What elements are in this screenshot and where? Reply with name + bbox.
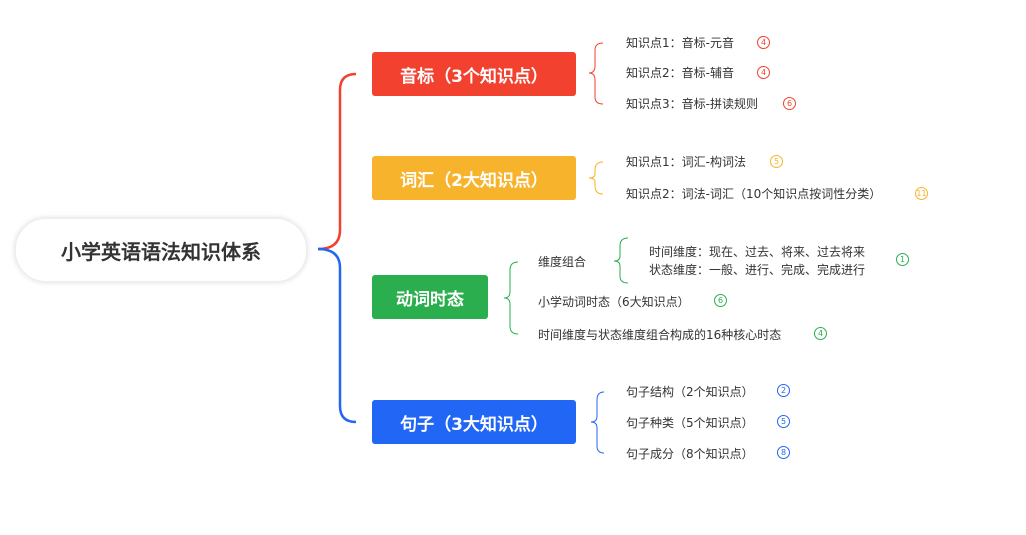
leaf-node[interactable]: 知识点2：词法-词汇（10个知识点按词性分类） [626,187,882,201]
leaf-node[interactable]: 句子结构（2个知识点） [626,385,754,399]
leaf-node[interactable]: 知识点1：词汇-构词法 [626,155,746,169]
count-badge: 1 [896,253,909,266]
leaf-node[interactable]: 知识点1：音标-元音 [626,36,734,50]
count-badge: 6 [714,294,727,307]
branch-vocabulary[interactable]: 词汇（2大知识点） [372,156,576,200]
branch-sentence[interactable]: 句子（3大知识点） [372,400,576,444]
count-badge: 6 [783,97,796,110]
leaf-node[interactable]: 句子种类（5个知识点） [626,416,754,430]
leaf-node[interactable]: 维度组合 [538,255,587,269]
leaf-node[interactable]: 时间维度与状态维度组合构成的16种核心时态 [538,328,782,342]
count-badge: 4 [757,66,770,79]
sub-leaf-node[interactable]: 状态维度：一般、进行、完成、完成进行 [649,263,866,277]
leaf-node[interactable]: 句子成分（8个知识点） [626,447,754,461]
leaf-node[interactable]: 知识点2：音标-辅音 [626,66,734,80]
root-node[interactable]: 小学英语语法知识体系 [15,218,307,282]
count-badge: 4 [757,36,770,49]
count-badge: 5 [770,155,783,168]
count-badge: 2 [777,384,790,397]
count-badge: 8 [777,446,790,459]
branch-verb-tense[interactable]: 动词时态 [372,275,488,319]
sub-leaf-node[interactable]: 时间维度：现在、过去、将来、过去将来 [649,245,866,259]
leaf-node[interactable]: 小学动词时态（6大知识点） [538,295,690,309]
count-badge: 11 [915,187,928,200]
branch-phonetics[interactable]: 音标（3个知识点） [372,52,576,96]
leaf-node[interactable]: 知识点3：音标-拼读规则 [626,97,758,111]
count-badge: 5 [777,415,790,428]
count-badge: 4 [814,327,827,340]
